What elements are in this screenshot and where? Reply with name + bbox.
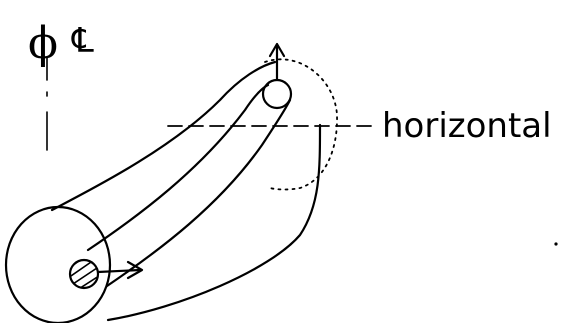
phi-symbol: ϕ [28, 18, 58, 69]
horizontal-label: horizontal [382, 106, 552, 146]
pipe-outer-envelope [50, 60, 322, 322]
lower-end-ellipse [4, 205, 112, 323]
centerline-symbol: ℄ [71, 21, 94, 61]
up-arrow-icon [268, 42, 286, 82]
hatched-cross-section [68, 258, 100, 290]
upper-end-circle [261, 78, 293, 110]
pipe-inner-tube [86, 83, 292, 288]
rotation-path-circle [264, 58, 338, 191]
small-dot [554, 242, 558, 246]
right-arrow-icon [96, 260, 144, 280]
